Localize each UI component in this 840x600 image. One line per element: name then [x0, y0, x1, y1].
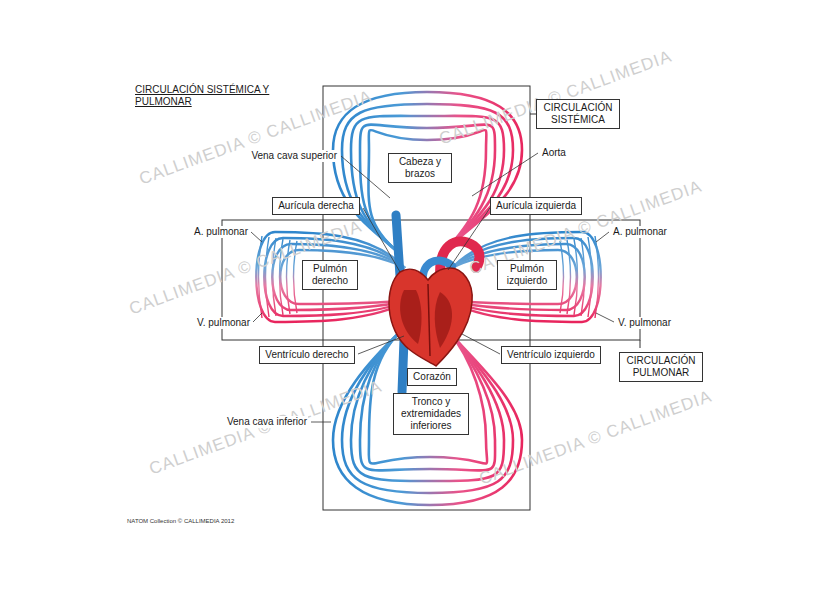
anatomy-box: Pulmón derecho [302, 260, 358, 290]
diagram-title: CIRCULACIÓN SISTÉMICA Y PULMONAR [135, 84, 285, 107]
box-text: Tronco y extremidades inferiores [399, 396, 463, 432]
anatomy-box: Aurícula derecha [272, 197, 360, 215]
vessel-label: V. pulmonar [196, 317, 251, 329]
box-text: Corazón [413, 371, 451, 383]
anatomy-box: Ventrículo derecho [259, 346, 354, 364]
anatomy-box: Ventrículo izquierdo [501, 346, 601, 364]
box-text: Pulmón izquierdo [503, 263, 551, 287]
vessel-label: A. pulmonar [193, 226, 249, 238]
anatomy-box: Tronco y extremidades inferiores [393, 393, 469, 435]
box-text: Cabeza y brazos [394, 156, 446, 180]
vessel-label: Aorta [541, 147, 567, 159]
box-text: Aurícula derecha [278, 200, 354, 212]
heart-illustration [389, 215, 479, 392]
box-text: CIRCULACIÓN SISTÉMICA [542, 102, 614, 126]
watermark: CALLIMEDIA © CALLIMEDIA [437, 46, 675, 149]
vessel-label: Vena cava inferior [226, 416, 308, 428]
box-text: Aurícula izquierda [496, 200, 576, 212]
box-text: Ventrículo derecho [265, 349, 348, 361]
anatomy-box: Aurícula izquierda [490, 197, 582, 215]
vessel-label: Vena cava superior [250, 150, 338, 162]
vessel-label: A. pulmonar [612, 226, 668, 238]
vessel-label: V. pulmonar [617, 317, 672, 329]
circulation-box: CIRCULACIÓN SISTÉMICA [536, 99, 620, 129]
box-text: Ventrículo izquierdo [507, 349, 595, 361]
leader-line [251, 153, 614, 422]
anatomy-box: Cabeza y brazos [388, 153, 452, 183]
anatomy-box: Pulmón izquierdo [497, 260, 557, 290]
circulation-box: CIRCULACIÓN PULMONAR [619, 352, 703, 382]
box-text: CIRCULACIÓN PULMONAR [625, 355, 697, 379]
box-text: Pulmón derecho [308, 263, 352, 287]
anatomy-box: Corazón [407, 368, 457, 386]
copyright-note: NATOM Collection © CALLIMEDIA 2012 [127, 518, 234, 524]
